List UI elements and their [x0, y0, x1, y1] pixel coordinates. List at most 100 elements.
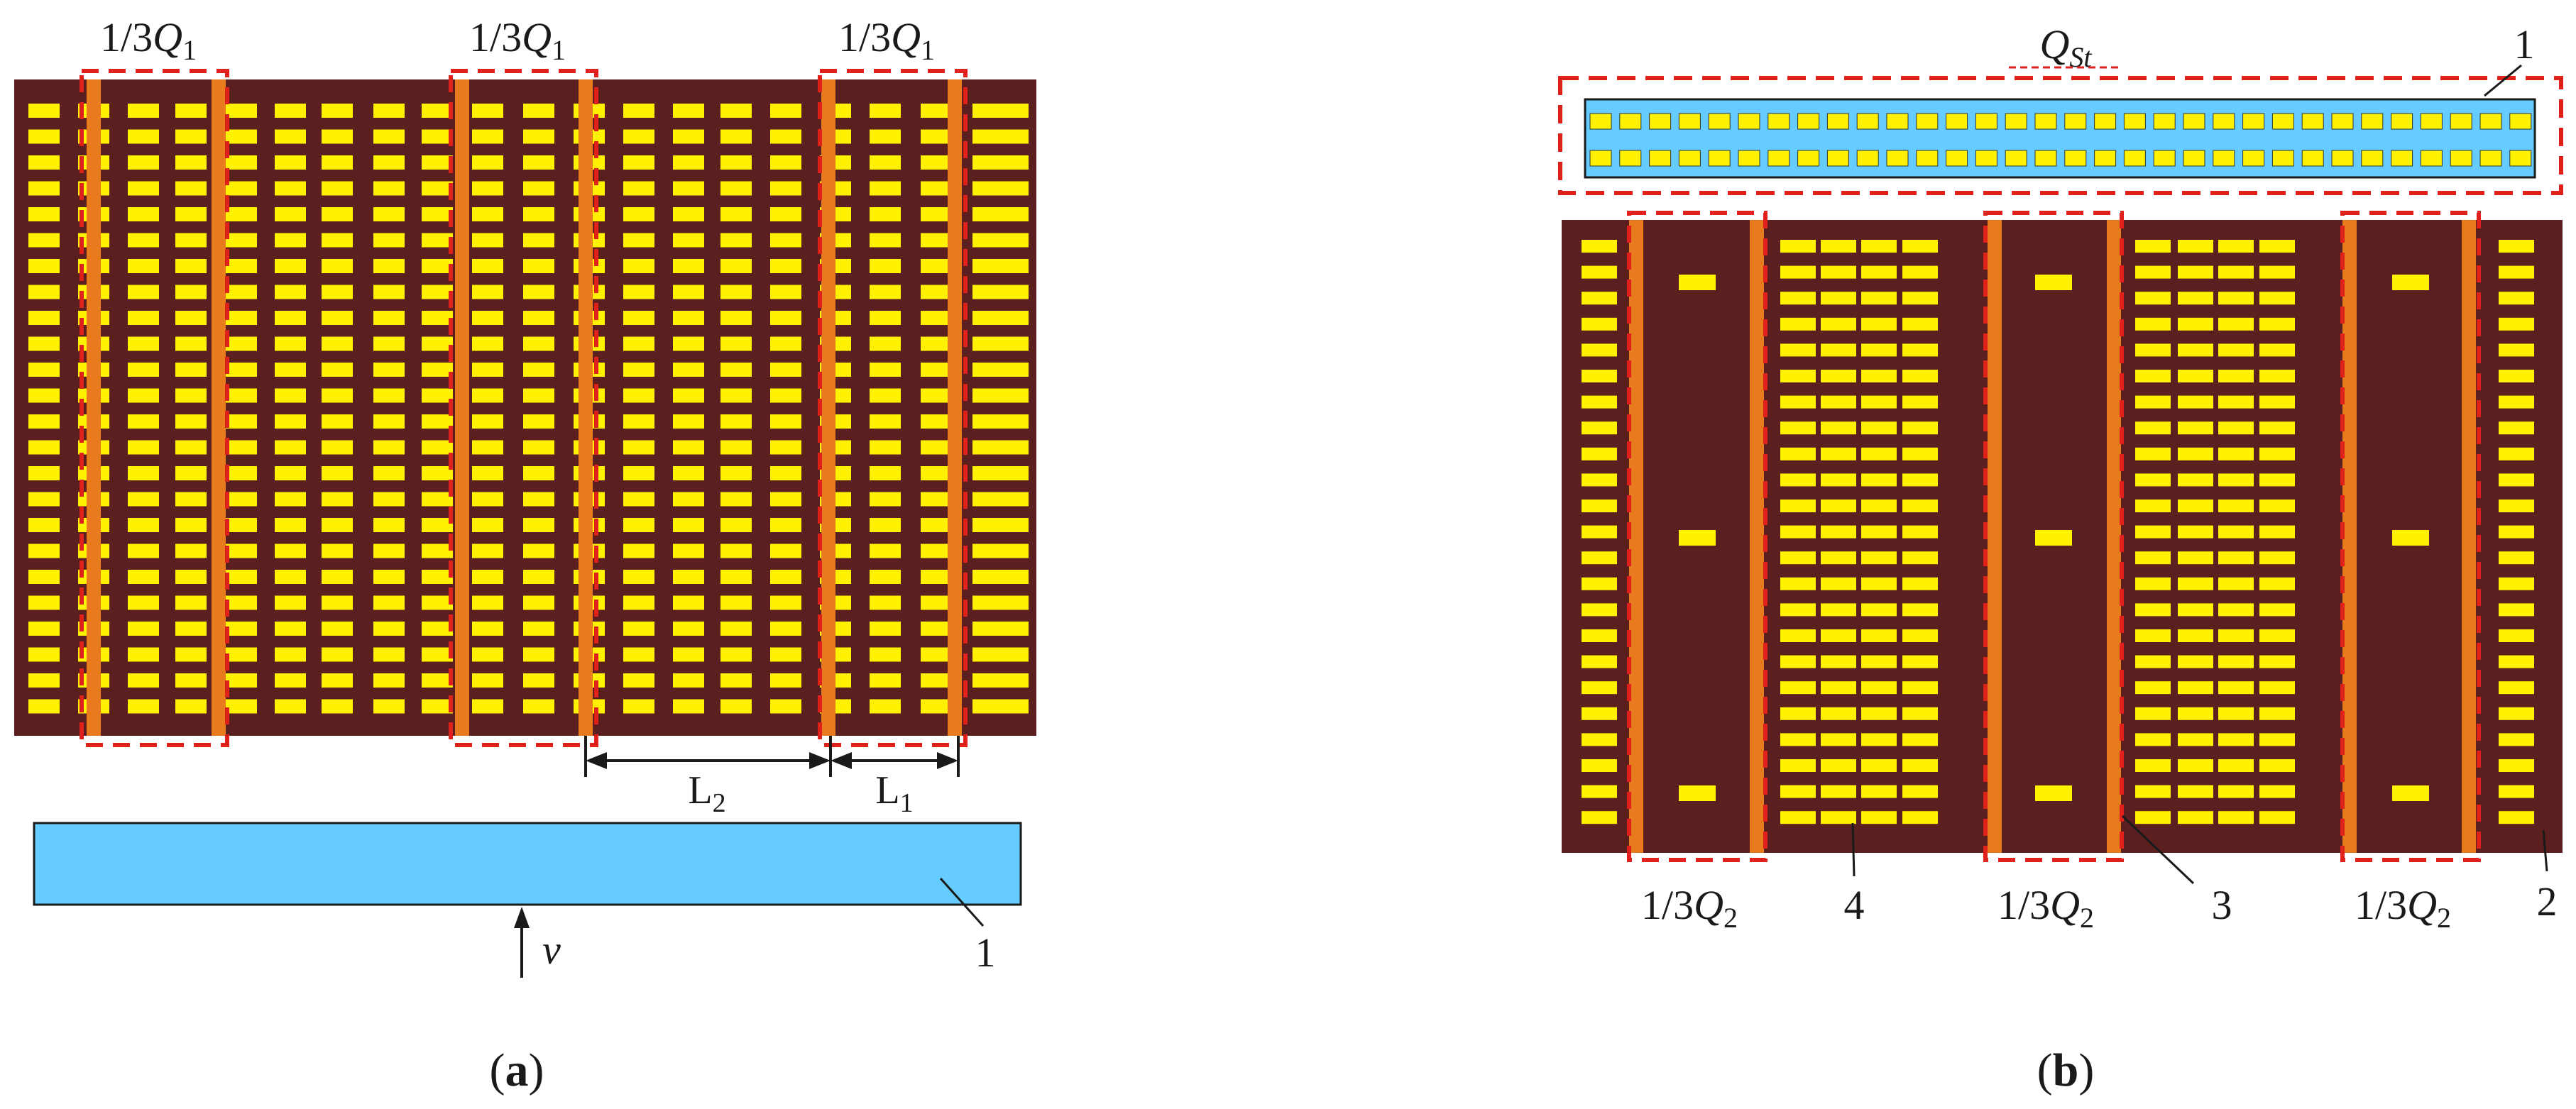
storage-cell	[2178, 811, 2213, 824]
storage-cell	[997, 207, 1029, 221]
storage-conveyor-cell	[2301, 150, 2324, 167]
storage-cell	[275, 285, 306, 299]
storage-cell	[972, 104, 1004, 118]
storage-cell	[673, 699, 704, 714]
storage-cell	[1780, 785, 1816, 798]
storage-cell	[373, 285, 405, 299]
storage-cell	[2499, 317, 2534, 331]
storage-cell	[175, 311, 207, 325]
storage-cell	[2178, 733, 2213, 746]
column-bar	[1988, 220, 2002, 853]
storage-cell	[2259, 525, 2295, 539]
storage-cell	[997, 492, 1029, 507]
storage-conveyor-cell	[2301, 113, 2324, 130]
storage-cell	[1780, 265, 1816, 279]
storage-cell	[422, 388, 453, 403]
storage-cell	[28, 466, 60, 480]
storage-cell	[770, 336, 801, 351]
storage-cell	[673, 492, 704, 507]
storage-cell	[373, 622, 405, 636]
storage-cell	[322, 129, 353, 144]
storage-cell	[2259, 500, 2295, 512]
storage-cell	[28, 544, 60, 558]
storage-cell	[2259, 733, 2295, 746]
storage-cell	[673, 259, 704, 273]
storage-cell	[2499, 421, 2534, 435]
storage-frame	[1558, 76, 2563, 195]
storage-cell	[1780, 551, 1816, 565]
storage-cell	[972, 311, 1004, 325]
storage-cell	[2218, 655, 2254, 668]
storage-cell	[2178, 603, 2213, 617]
storage-cell	[128, 518, 159, 532]
storage-cell	[1821, 551, 1856, 565]
storage-cell	[921, 570, 952, 584]
storage-cell	[28, 699, 60, 714]
storage-cell	[128, 233, 159, 248]
storage-cell	[523, 466, 554, 480]
storage-cell	[770, 518, 801, 532]
storage-cell	[28, 311, 60, 325]
storage-cell	[1861, 525, 1897, 539]
storage-cell	[322, 233, 353, 248]
storage-cell	[972, 388, 1004, 403]
storage-cell	[226, 647, 257, 662]
storage-cell	[1582, 421, 1617, 435]
storage-cell	[1582, 759, 1617, 772]
storage-cell	[770, 440, 801, 455]
storage-cell	[2259, 629, 2295, 642]
storage-cell	[1821, 265, 1856, 279]
storage-conveyor-cell	[2420, 113, 2443, 130]
storage-cell	[1902, 785, 1938, 798]
storage-cell	[770, 466, 801, 480]
storage-cell	[275, 570, 306, 584]
storage-cell	[2499, 265, 2534, 279]
storage-cell	[2135, 473, 2171, 487]
callout-2: 2	[2537, 878, 2558, 925]
storage-conveyor-cell	[1678, 150, 1701, 167]
storage-cell	[1902, 473, 1938, 487]
storage-cell	[373, 311, 405, 325]
storage-cell	[997, 544, 1029, 558]
storage-cell	[322, 104, 353, 118]
storage-cell	[720, 363, 752, 377]
sparse-cell	[2392, 530, 2429, 546]
storage-cell	[523, 414, 554, 429]
storage-cell	[1902, 421, 1938, 435]
column-bar	[2342, 220, 2357, 853]
storage-cell	[1582, 629, 1617, 642]
storage-conveyor-cell	[1856, 150, 1879, 167]
storage-cell	[623, 363, 654, 377]
storage-cell	[770, 673, 801, 688]
storage-cell	[1861, 473, 1897, 487]
storage-conveyor-cell	[1916, 150, 1939, 167]
storage-conveyor-cell	[2479, 113, 2502, 130]
storage-cell	[373, 518, 405, 532]
storage-cell	[997, 414, 1029, 429]
storage-cell	[1582, 292, 1617, 305]
storage-cell	[422, 440, 453, 455]
storage-conveyor-cell	[1767, 113, 1790, 130]
storage-cell	[770, 622, 801, 636]
storage-cell	[175, 440, 207, 455]
storage-cell	[128, 492, 159, 507]
storage-cell	[373, 544, 405, 558]
storage-cell	[997, 129, 1029, 144]
storage-cell	[870, 570, 901, 584]
storage-cell	[128, 414, 159, 429]
storage-cell	[1821, 395, 1856, 409]
storage-cell	[623, 388, 654, 403]
storage-cell	[2178, 473, 2213, 487]
storage-cell	[2218, 551, 2254, 565]
storage-cell	[623, 466, 654, 480]
storage-cell	[2218, 707, 2254, 720]
storage-cell	[175, 518, 207, 532]
storage-cell	[2499, 500, 2534, 512]
storage-cell	[472, 285, 503, 299]
storage-cell	[720, 181, 752, 196]
storage-cell	[275, 673, 306, 688]
conveyor-a-number: 1	[975, 929, 996, 976]
storage-cell	[720, 104, 752, 118]
storage-cell	[128, 311, 159, 325]
